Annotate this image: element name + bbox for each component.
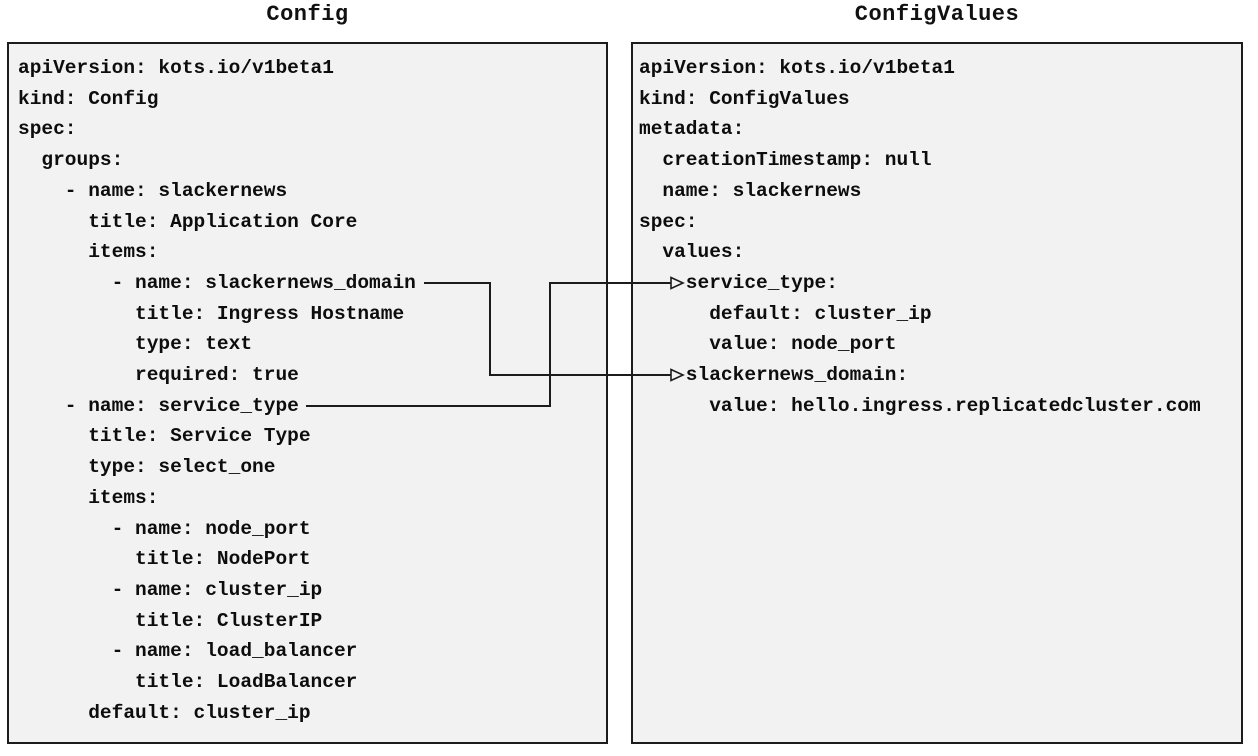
configvalues-yaml-code: apiVersion: kots.io/v1beta1 kind: Config…: [639, 57, 1201, 417]
configvalues-panel: apiVersion: kots.io/v1beta1 kind: Config…: [631, 42, 1243, 744]
config-yaml-code: apiVersion: kots.io/v1beta1 kind: Config…: [18, 57, 416, 724]
configvalues-panel-title: ConfigValues: [854, 2, 1020, 27]
config-panel: apiVersion: kots.io/v1beta1 kind: Config…: [7, 42, 608, 744]
config-panel-title: Config: [266, 2, 349, 27]
